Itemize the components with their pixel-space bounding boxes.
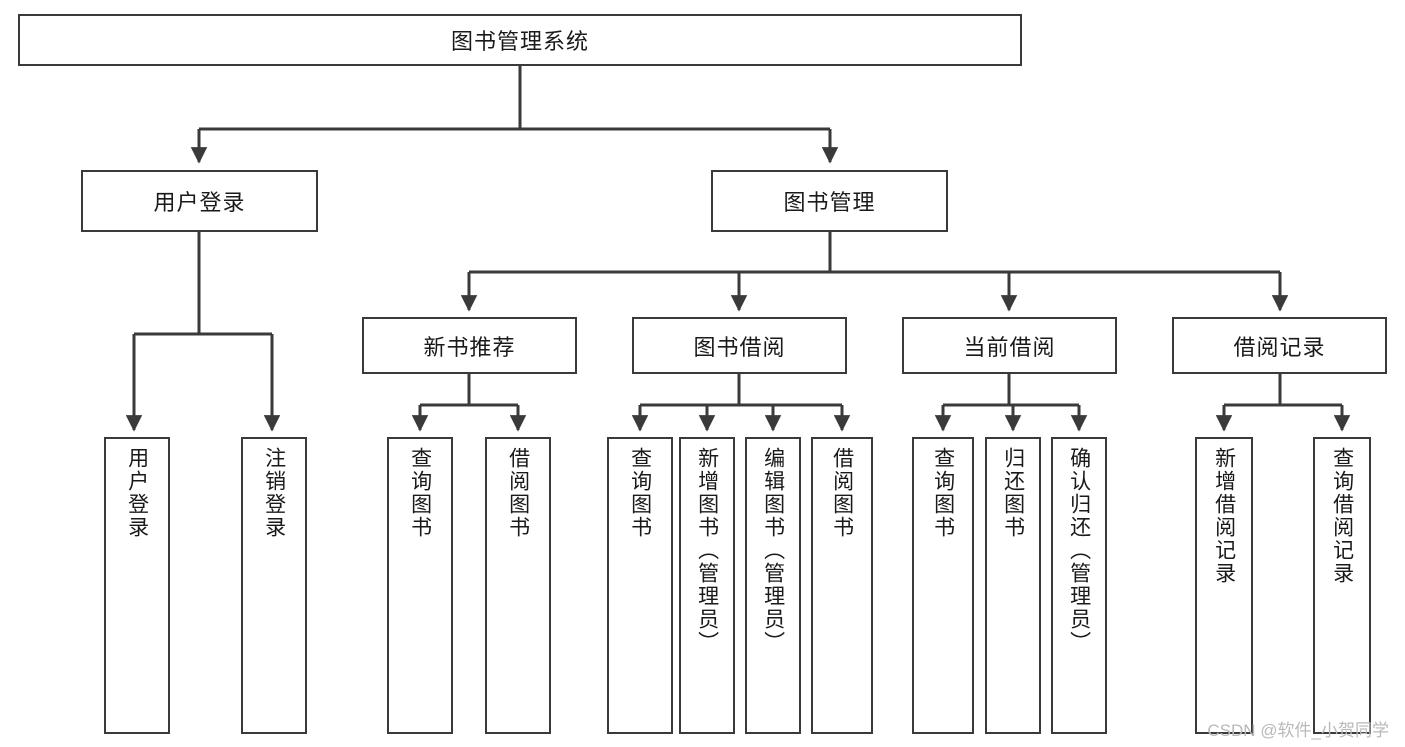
node-label: 确认归还（管理员） <box>1067 447 1091 654</box>
node-label: 用户登录 <box>153 190 246 215</box>
node-leaf-query-borrow-record[interactable]: 查询借阅记录 <box>1313 437 1371 734</box>
node-label: 查询图书 <box>931 447 955 539</box>
node-label: 查询图书 <box>408 447 432 539</box>
node-leaf-return-book[interactable]: 归还图书 <box>985 437 1041 734</box>
node-label: 查询借阅记录 <box>1330 447 1354 585</box>
node-book-borrow[interactable]: 图书借阅 <box>632 317 847 374</box>
watermark: CSDN @软件_小贺同学 <box>1207 721 1389 740</box>
node-leaf-borrow-book-1[interactable]: 借阅图书 <box>485 437 551 734</box>
node-label: 借阅图书 <box>830 447 854 539</box>
node-leaf-add-book-admin[interactable]: 新增图书（管理员） <box>679 437 735 734</box>
node-label: 归还图书 <box>1001 447 1025 539</box>
node-leaf-query-book-3[interactable]: 查询图书 <box>912 437 974 734</box>
node-label: 新增图书（管理员） <box>695 447 719 654</box>
node-book-management[interactable]: 图书管理 <box>711 170 948 232</box>
node-label: 图书管理 <box>783 190 876 215</box>
node-borrow-record[interactable]: 借阅记录 <box>1172 317 1387 374</box>
node-label: 新书推荐 <box>423 334 516 360</box>
node-label: 用户登录 <box>125 447 149 539</box>
node-leaf-add-borrow-record[interactable]: 新增借阅记录 <box>1195 437 1253 734</box>
node-leaf-query-book-2[interactable]: 查询图书 <box>607 437 673 734</box>
node-label: 图书借阅 <box>693 334 786 360</box>
node-leaf-user-login[interactable]: 用户登录 <box>104 437 170 734</box>
node-leaf-logout-login[interactable]: 注销登录 <box>241 437 307 734</box>
node-current-borrow[interactable]: 当前借阅 <box>902 317 1117 374</box>
node-leaf-query-book-1[interactable]: 查询图书 <box>387 437 453 734</box>
node-leaf-confirm-return-admin[interactable]: 确认归还（管理员） <box>1051 437 1107 734</box>
node-label: 当前借阅 <box>963 334 1056 360</box>
node-leaf-edit-book-admin[interactable]: 编辑图书（管理员） <box>745 437 801 734</box>
node-label: 借阅记录 <box>1233 334 1326 360</box>
node-label: 借阅图书 <box>506 447 530 539</box>
node-leaf-borrow-book-2[interactable]: 借阅图书 <box>811 437 873 734</box>
node-label: 新增借阅记录 <box>1212 447 1236 585</box>
node-user-login[interactable]: 用户登录 <box>81 170 318 232</box>
node-label: 注销登录 <box>262 447 286 539</box>
node-new-book-recommend[interactable]: 新书推荐 <box>362 317 577 374</box>
node-label: 查询图书 <box>628 447 652 539</box>
node-book-management-system[interactable]: 图书管理系统 <box>18 14 1022 66</box>
node-label: 编辑图书（管理员） <box>761 447 785 654</box>
node-label: 图书管理系统 <box>450 29 589 54</box>
